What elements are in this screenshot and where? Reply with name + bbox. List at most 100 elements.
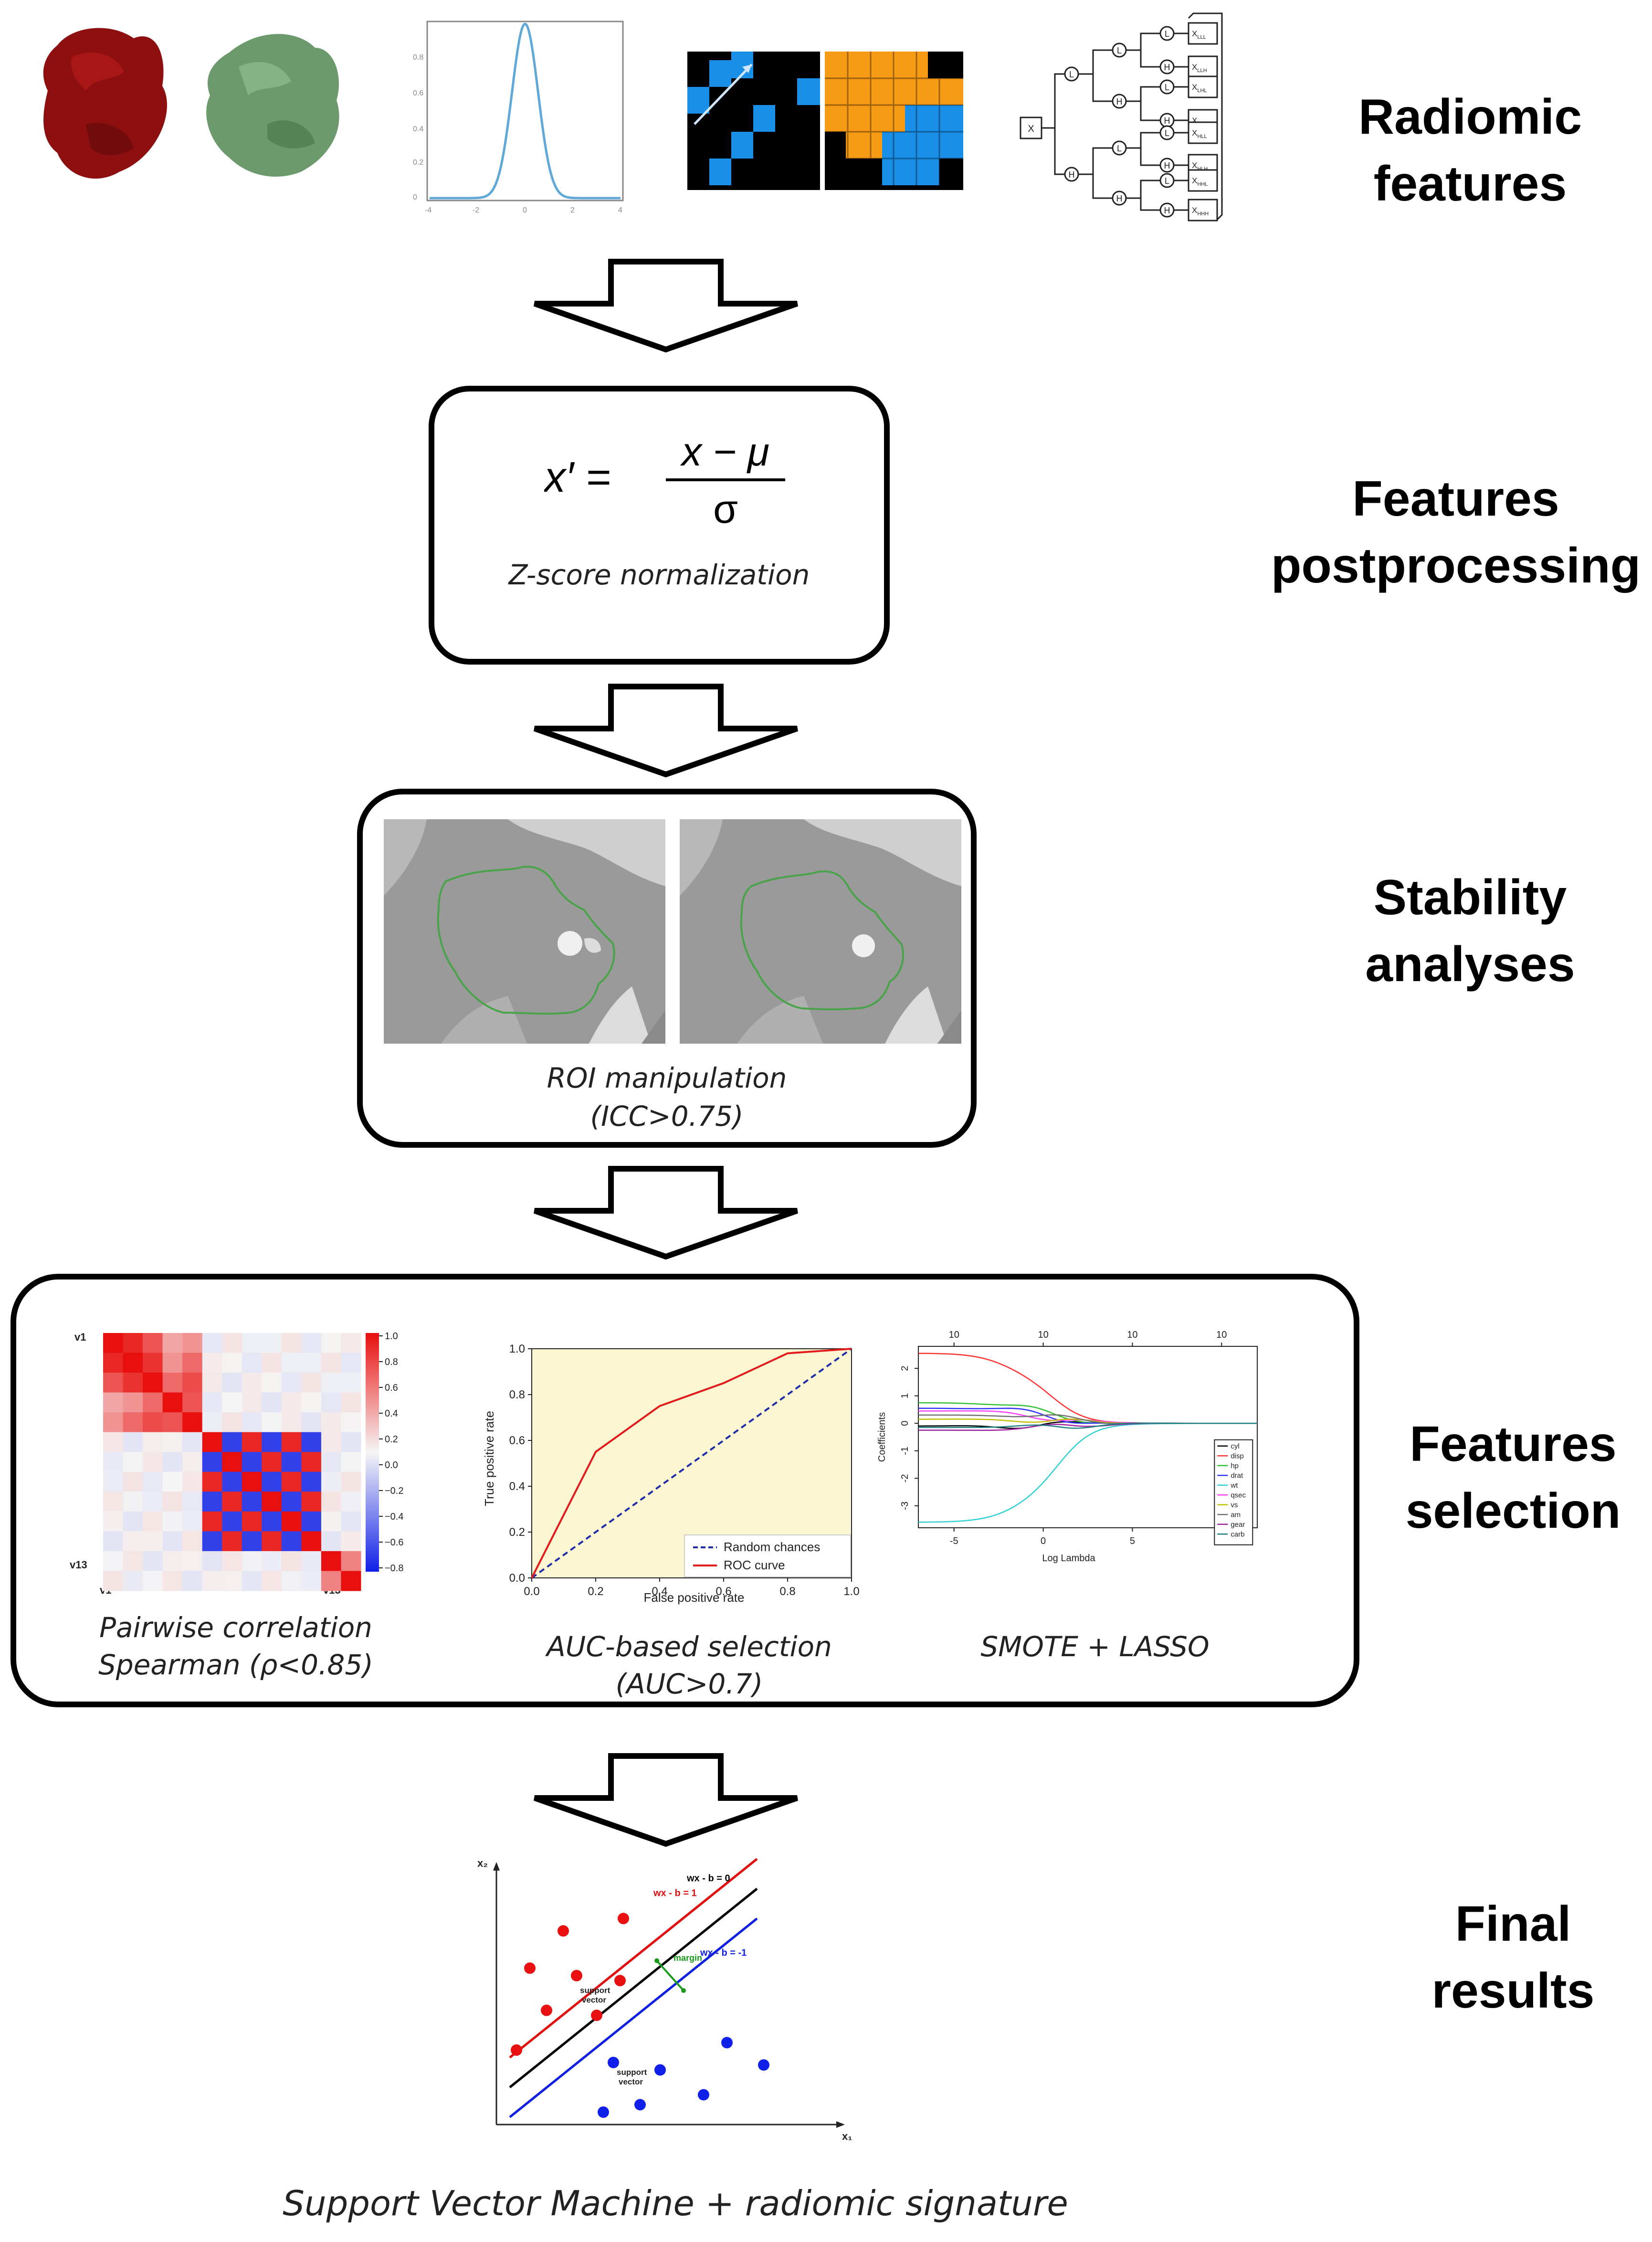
heatmap-cell bbox=[262, 1571, 282, 1591]
heatmap-cell bbox=[123, 1432, 143, 1452]
tumor-shape-green-icon bbox=[206, 34, 339, 177]
heatmap-cell bbox=[262, 1471, 282, 1492]
wavelet-root-label: X bbox=[1028, 124, 1034, 134]
heatmap-cell bbox=[242, 1491, 262, 1512]
heatmap-cell bbox=[301, 1392, 322, 1413]
heatmap-cell bbox=[341, 1531, 361, 1552]
roc-legend-roc: ROC curve bbox=[724, 1558, 785, 1572]
heatmap-cell bbox=[103, 1471, 124, 1492]
heatmap-cell bbox=[321, 1333, 341, 1354]
heatmap-cell bbox=[162, 1491, 183, 1512]
heatmap-cell bbox=[242, 1333, 262, 1354]
wavelet-leaf-label: XLLL bbox=[1192, 29, 1206, 40]
heatmap-cell bbox=[321, 1452, 341, 1472]
heatmap-cell bbox=[103, 1353, 124, 1373]
heatmap-cell bbox=[182, 1452, 203, 1472]
lasso-y-tick-label: 1 bbox=[900, 1393, 910, 1398]
heatmap-cell bbox=[321, 1373, 341, 1393]
heatmap-cell bbox=[281, 1511, 302, 1532]
heatmap-cell bbox=[222, 1551, 242, 1571]
heatmap-cell bbox=[262, 1353, 282, 1373]
texture-matrix-right bbox=[825, 52, 963, 190]
svg-text:0.6: 0.6 bbox=[413, 89, 423, 97]
colorbar-tick-label: −0.2 bbox=[385, 1486, 403, 1496]
heatmap-cell bbox=[262, 1511, 282, 1532]
stage-label-line: analyses bbox=[1365, 937, 1575, 992]
heatmap-cell bbox=[182, 1551, 203, 1571]
heatmap-cell bbox=[103, 1412, 124, 1433]
heatmap-cell bbox=[143, 1412, 163, 1433]
formula-lhs: x′ = bbox=[544, 454, 610, 501]
wavelet-leaf-box bbox=[1188, 199, 1218, 222]
stage-label-line: Stability bbox=[1373, 870, 1567, 925]
heatmap-cell bbox=[321, 1511, 341, 1532]
svg-text:2: 2 bbox=[570, 206, 575, 214]
stage-label-features-postprocessing: Features postprocessing bbox=[1260, 465, 1652, 599]
heatmap-cell bbox=[123, 1412, 143, 1433]
svm-sv-label-bottom-2: vector bbox=[619, 2077, 643, 2086]
wavelet-node-label: L bbox=[1165, 29, 1169, 39]
roc-y-tick-label: 0.4 bbox=[509, 1480, 525, 1493]
heatmap-cell bbox=[143, 1432, 163, 1452]
stage-label-line: Features bbox=[1410, 1417, 1617, 1472]
flow-arrow-4 bbox=[534, 1753, 798, 1847]
svm-y-arrow-icon bbox=[493, 1862, 500, 1871]
heatmap-cell bbox=[262, 1491, 282, 1512]
svg-text:4: 4 bbox=[618, 206, 622, 214]
heatmap-cell bbox=[162, 1353, 183, 1373]
heatmap-cell bbox=[182, 1373, 203, 1393]
correlation-heatmap: v1 v13 v1 v13 1.00.80.60.40.20.0−0.2−0.4… bbox=[70, 1331, 403, 1596]
heatmap-cell bbox=[242, 1571, 262, 1591]
wavelet-leaf-box bbox=[1188, 75, 1218, 98]
svm-line-mid bbox=[509, 1888, 758, 2088]
wavelet-edge bbox=[1042, 127, 1072, 175]
heatmap-cell bbox=[103, 1531, 124, 1552]
stage-label-line: Radiomic bbox=[1358, 89, 1582, 145]
heatmap-cell bbox=[341, 1353, 361, 1373]
roc-series-random-chances bbox=[531, 1348, 852, 1579]
flow-arrow-3 bbox=[534, 1166, 798, 1260]
svg-text:0: 0 bbox=[413, 193, 417, 201]
heatmap-cell bbox=[341, 1551, 361, 1571]
stage-label-stability-analyses: Stability analyses bbox=[1289, 864, 1652, 998]
svm-point-blue bbox=[598, 2106, 609, 2118]
heatmap-cell bbox=[202, 1333, 222, 1354]
wavelet-node-label: H bbox=[1164, 116, 1170, 126]
lasso-legend-label: wt bbox=[1230, 1481, 1238, 1490]
wavelet-edge bbox=[1078, 73, 1119, 102]
roc-y-tick-label: 0.0 bbox=[509, 1572, 525, 1585]
heatmap-cell bbox=[162, 1392, 183, 1413]
zscore-caption: Z-score normalization bbox=[508, 559, 810, 591]
heatmap-cell bbox=[321, 1412, 341, 1433]
postprocessing-box: x′ = x − μ σ Z-score normalization bbox=[429, 386, 890, 665]
corr-caption-line2: Spearman (ρ<0.85) bbox=[98, 1649, 373, 1681]
svg-text:0.4: 0.4 bbox=[413, 125, 423, 133]
heatmap-cell bbox=[281, 1531, 302, 1552]
heatmap-cell bbox=[123, 1511, 143, 1532]
lasso-series-carb bbox=[918, 1422, 1257, 1429]
stage-label-radiomic-features: Radiomic features bbox=[1289, 84, 1652, 217]
heatmap-cell bbox=[242, 1551, 262, 1571]
wavelet-edge bbox=[1126, 100, 1167, 121]
heatmap-cell bbox=[162, 1373, 183, 1393]
roc-series-roc-curve bbox=[531, 1348, 852, 1578]
heatmap-cell bbox=[262, 1392, 282, 1413]
formula-denominator: σ bbox=[713, 486, 738, 531]
heatmap-cell bbox=[143, 1333, 163, 1354]
colorbar-tick-label: 0.8 bbox=[385, 1357, 398, 1367]
heatmap-cell bbox=[103, 1432, 124, 1452]
heatmap-cell bbox=[301, 1551, 322, 1571]
colorbar-tick-label: 0.6 bbox=[385, 1383, 398, 1393]
svm-sv-label-top-2: vector bbox=[582, 1995, 606, 2004]
wavelet-node-label: L bbox=[1117, 144, 1122, 153]
lasso-x-tick-label: 5 bbox=[1130, 1536, 1135, 1546]
heatmap-cell bbox=[262, 1551, 282, 1571]
svm-x-arrow-icon bbox=[836, 2121, 845, 2128]
colorbar-tick-label: −0.8 bbox=[385, 1563, 403, 1574]
lasso-top-tick-label: 10 bbox=[1038, 1330, 1048, 1340]
wavelet-leaf-box bbox=[1188, 22, 1218, 45]
heatmap-cell bbox=[321, 1491, 341, 1512]
heatmap-cell bbox=[242, 1373, 262, 1393]
lasso-y-tick-label: -1 bbox=[900, 1447, 910, 1455]
